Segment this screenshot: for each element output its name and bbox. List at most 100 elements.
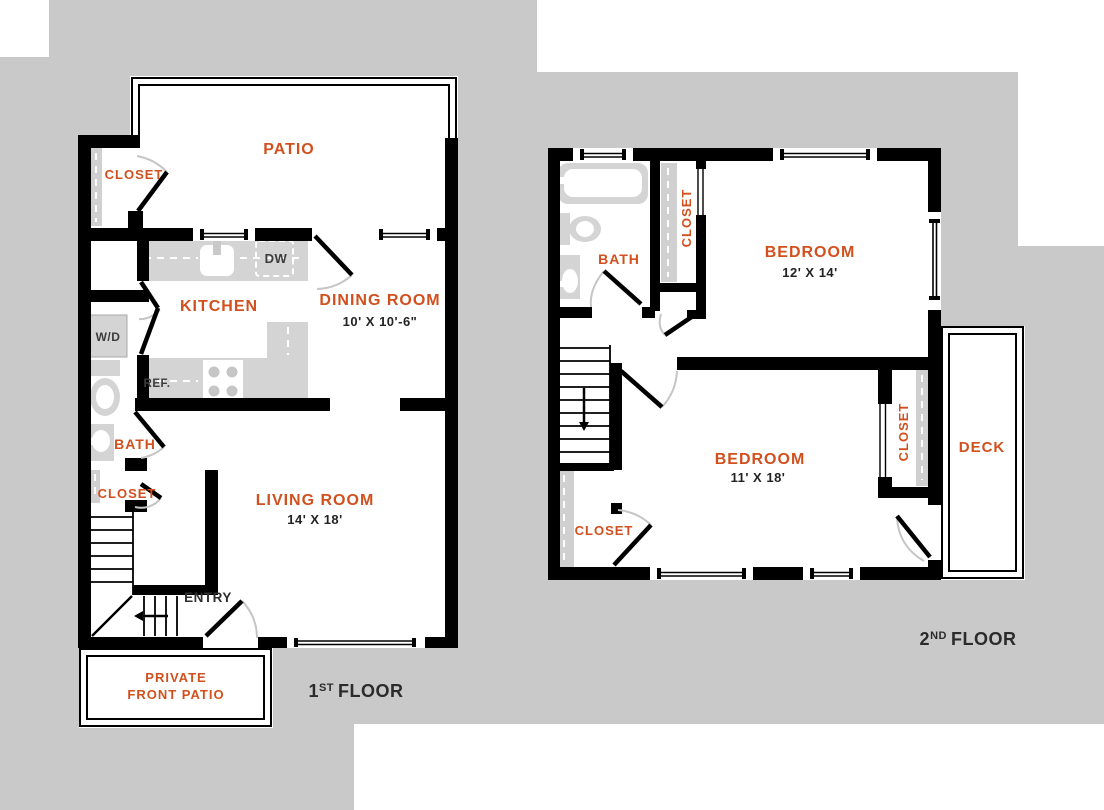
deck-border — [941, 326, 1024, 579]
background-cutout — [354, 724, 1104, 810]
wall-segment — [650, 283, 703, 292]
kitchen-window — [193, 228, 255, 241]
wall-segment — [135, 398, 458, 411]
bath-door — [589, 269, 643, 308]
wall-segment — [133, 585, 207, 595]
closet-top-label: CLOSET — [105, 167, 164, 182]
toilet — [557, 213, 601, 245]
bedroom-back-door — [619, 369, 678, 409]
closet-shelf — [90, 148, 102, 226]
windows — [573, 148, 941, 580]
washer-dryer-bifold-door — [138, 280, 161, 355]
deck-label: DECK — [959, 439, 1006, 456]
living-room-window — [287, 637, 425, 648]
entry-door — [204, 599, 259, 639]
wall-segment — [137, 355, 149, 401]
deck-door — [895, 514, 932, 562]
bath-window — [573, 148, 633, 161]
stair-arrowhead — [134, 611, 143, 621]
bedroom-front-side-window — [928, 212, 941, 310]
bedroom-back-window-right — [803, 567, 860, 580]
front-patio-border-inner — [86, 655, 265, 720]
wall-segment — [548, 148, 560, 580]
wall-segment — [548, 307, 592, 318]
background-cutout — [1018, 72, 1104, 246]
kitchen-sink — [200, 240, 234, 276]
front-patio-interior — [79, 648, 273, 728]
closet-door — [136, 155, 169, 213]
wall-segment — [78, 637, 458, 648]
washer-dryer-label: W/D — [96, 330, 121, 344]
bath-sink — [558, 255, 580, 299]
first-floor-title: 1ST FLOOR — [308, 681, 403, 701]
bedroom-closet-shelf — [916, 370, 928, 486]
bedroom-front-window — [773, 148, 877, 161]
hall-closet-label: CLOSET — [575, 523, 634, 538]
patio-label: PATIO — [263, 141, 315, 158]
patio-border — [131, 77, 457, 140]
bedroom-front-dims: 12' X 14' — [782, 265, 838, 280]
deck-door-opening — [928, 505, 941, 560]
floor-number: 1 — [308, 681, 319, 701]
bath-door — [133, 410, 166, 459]
washer-dryer-unit — [88, 314, 128, 358]
bath-sink — [88, 424, 114, 461]
front-patio-label-line2: FRONT PATIO — [127, 687, 224, 702]
dining-room-label: DINING ROOM — [319, 292, 440, 309]
wall-segment — [445, 138, 458, 648]
front-patio-label-line1: PRIVATE — [145, 670, 206, 685]
stove — [203, 360, 243, 401]
patio-door — [313, 234, 354, 290]
hall-closet-door — [612, 509, 653, 567]
hall-closet-shelf — [90, 470, 100, 503]
stair-arrowhead — [579, 422, 589, 431]
wall-segment — [878, 370, 892, 404]
bedroom-closet-label: CLOSET — [896, 403, 911, 462]
stairs — [90, 512, 178, 637]
stair-diagonal — [91, 595, 133, 637]
hall-closet-door — [134, 482, 163, 509]
hall-closet-shelf — [556, 470, 574, 568]
wall-segment — [125, 458, 147, 471]
second-floor-plan: BATH CLOSET BEDROOM 12' X 14' BEDROOM 11… — [548, 148, 1025, 649]
windows — [193, 228, 437, 648]
wall-segment — [696, 161, 706, 169]
wall-segment — [610, 363, 622, 470]
wall-segment — [128, 211, 143, 230]
bath-closet-shelf — [661, 163, 677, 282]
wall-segment — [677, 357, 928, 370]
living-dining-opening — [330, 398, 400, 411]
wall-segment — [78, 135, 91, 648]
floor-ordinal: ST — [319, 682, 334, 694]
bath-label: BATH — [598, 251, 640, 267]
bedroom-back-label: BEDROOM — [715, 451, 806, 468]
doors — [133, 155, 354, 639]
deck-border-inner — [948, 333, 1017, 572]
floor-word: FLOOR — [338, 681, 404, 701]
dining-room-dims: 10' X 10'-6" — [343, 314, 418, 329]
living-room-label: LIVING ROOM — [256, 492, 375, 509]
wall-segment — [878, 487, 940, 498]
bath-closet-label: CLOSET — [679, 189, 694, 248]
bath-label: BATH — [114, 436, 156, 452]
wall-segment — [611, 503, 622, 514]
dishwasher-label: DW — [265, 251, 288, 266]
wall-segment — [78, 135, 140, 148]
bathtub — [558, 163, 648, 204]
front-patio-border — [79, 648, 272, 727]
entry-door-opening — [203, 637, 258, 648]
wall-segment — [205, 470, 218, 595]
wall-segment — [78, 290, 149, 302]
floor-ordinal: ND — [930, 630, 947, 642]
doors — [589, 269, 932, 567]
hall-closet-label: CLOSET — [98, 486, 157, 501]
bedroom-front-door — [658, 313, 695, 337]
wall-segment — [137, 241, 149, 281]
kitchen-label: KITCHEN — [180, 298, 258, 315]
bedroom-closet-sliding-door — [877, 404, 891, 477]
background-cutout — [537, 0, 1104, 72]
living-room-dims: 14' X 18' — [287, 512, 343, 527]
wall-segment — [687, 310, 706, 319]
bedroom-back-window-left — [650, 567, 753, 580]
